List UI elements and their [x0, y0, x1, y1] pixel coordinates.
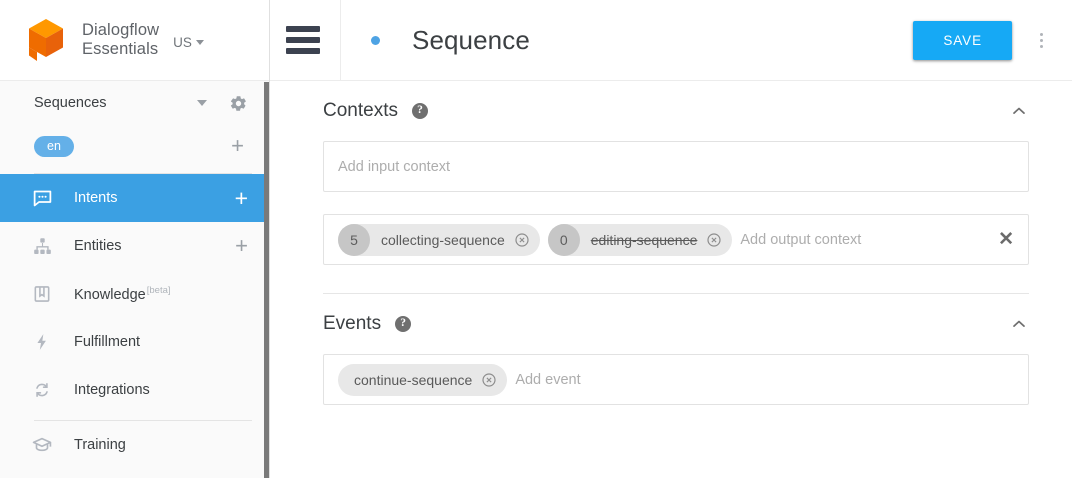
chevron-up-icon[interactable] [1009, 314, 1029, 334]
sidebar-item-label: Fulfillment [74, 334, 141, 350]
chip-remove-icon[interactable] [481, 372, 497, 388]
title-area: Sequence [371, 25, 913, 56]
sidebar-divider-bottom [34, 420, 252, 421]
section-divider [323, 293, 1029, 294]
page-title: Sequence [412, 24, 530, 55]
chip-label: continue-sequence [354, 371, 473, 388]
main-panel: Sequence SAVE Contexts ? [270, 0, 1072, 478]
sidebar-item-fulfillment[interactable]: Fulfillment [0, 318, 270, 366]
sidebar-item-label: Training [74, 437, 126, 453]
events-header: Events ? [302, 294, 1045, 354]
section-title: Contexts [323, 100, 398, 121]
chip-remove-icon[interactable] [514, 232, 530, 248]
sidebar-edge [269, 0, 270, 478]
kebab-menu-icon[interactable] [1024, 32, 1058, 48]
help-circle-icon[interactable]: ? [395, 316, 412, 332]
event-chip[interactable]: continue-sequence [338, 363, 508, 396]
agent-selector[interactable]: Sequences [0, 81, 270, 125]
language-chip-en[interactable]: en [34, 135, 74, 157]
contexts-header: Contexts ? [302, 81, 1045, 141]
output-context-chips: 5 collecting-sequence 0 editing-sequence [338, 223, 988, 256]
agent-name: Sequences [34, 95, 107, 111]
events-field[interactable]: continue-sequence Add event [323, 354, 1029, 405]
training-cap-icon [30, 433, 54, 457]
input-context-field[interactable]: Add input context [323, 141, 1029, 192]
sidebar-divider-top [34, 173, 252, 174]
sidebar-item-knowledge[interactable]: Knowledge[beta] [0, 270, 270, 318]
sidebar-item-training[interactable]: Training [0, 421, 270, 469]
region-selector[interactable]: US [173, 31, 204, 50]
sidebar-item-label: Intents [74, 190, 118, 206]
content-area: Contexts ? Add input context 5 [270, 81, 1072, 405]
context-chip[interactable]: 0 editing-sequence [547, 223, 733, 256]
product-name: Dialogflow Essentials [82, 21, 160, 58]
entities-hierarchy-icon [30, 234, 54, 258]
sidebar: Dialogflow Essentials US Sequences en + [0, 0, 270, 478]
chip-label: collecting-sequence [381, 231, 505, 248]
chip-lifespan-badge: 5 [338, 223, 370, 256]
beta-badge: [beta] [146, 285, 171, 297]
events-placeholder: Add event [515, 371, 581, 388]
integrations-refresh-icon [30, 378, 54, 402]
sidebar-item-label: Knowledge[beta] [74, 285, 171, 303]
topbar: Sequence SAVE [270, 0, 1072, 81]
chip-remove-icon[interactable] [706, 232, 722, 248]
dialogflow-cube-logo [26, 17, 66, 63]
chevron-up-icon[interactable] [1009, 101, 1029, 121]
save-button[interactable]: SAVE [913, 20, 1012, 60]
sidebar-scrollbar[interactable] [264, 82, 269, 478]
brand-header: Dialogflow Essentials US [0, 0, 270, 81]
add-intent-button[interactable]: + [234, 185, 248, 211]
fulfillment-bolt-icon [30, 330, 54, 354]
add-entity-button[interactable]: + [235, 233, 248, 258]
gear-icon[interactable] [229, 94, 248, 113]
topbar-separator [340, 0, 341, 80]
knowledge-book-icon [30, 282, 54, 306]
sidebar-item-label: Entities [74, 238, 122, 254]
clear-output-contexts-button[interactable]: ✕ [998, 229, 1014, 250]
output-context-placeholder: Add output context [740, 231, 862, 248]
section-title: Events [323, 313, 382, 334]
caret-down-icon[interactable] [197, 100, 207, 106]
help-circle-icon[interactable]: ? [411, 103, 428, 119]
hamburger-menu-icon[interactable] [286, 26, 320, 54]
sidebar-item-integrations[interactable]: Integrations [0, 366, 270, 414]
region-label: US [173, 34, 192, 50]
chip-lifespan-badge: 0 [547, 223, 580, 256]
input-context-placeholder: Add input context [338, 158, 451, 175]
context-chip[interactable]: 5 collecting-sequence [338, 223, 540, 256]
sidebar-item-intents[interactable]: Intents + [0, 174, 270, 222]
event-chips: continue-sequence Add event [338, 363, 1014, 396]
events-section: Events ? continue-sequence [302, 294, 1072, 405]
language-row: en + [0, 125, 270, 167]
caret-down-icon [195, 39, 204, 45]
output-context-field[interactable]: 5 collecting-sequence 0 editing-sequence [323, 214, 1029, 265]
unsaved-dot [371, 35, 380, 45]
chip-label: editing-sequence [590, 231, 698, 248]
add-language-button[interactable]: + [231, 133, 244, 158]
sidebar-item-label: Integrations [74, 382, 150, 398]
sidebar-item-entities[interactable]: Entities + [0, 222, 270, 270]
intents-chat-icon [30, 186, 54, 210]
contexts-section: Contexts ? Add input context 5 [302, 81, 1072, 294]
